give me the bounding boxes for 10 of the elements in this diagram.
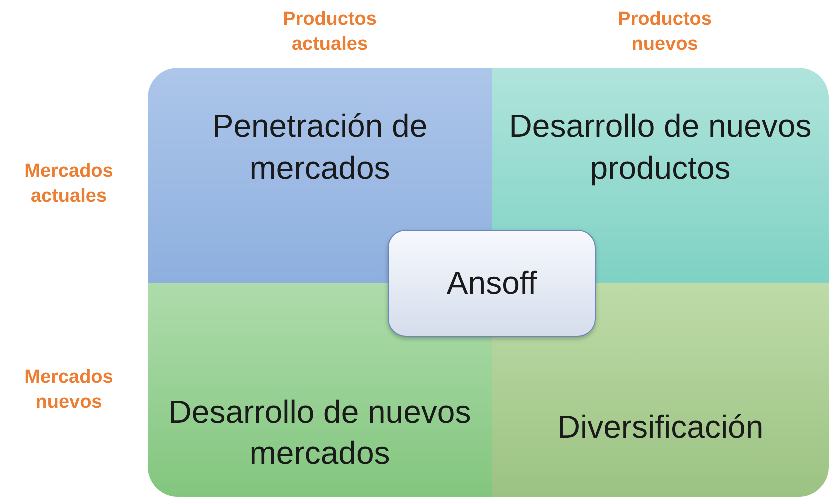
axis-heading: Productos nuevos: [617, 8, 713, 57]
center-box: [388, 230, 596, 337]
axis-heading: Productos actuales: [282, 8, 378, 57]
center-label: Ansoff: [446, 264, 538, 303]
axis-heading: Mercados nuevos: [24, 366, 114, 415]
quadrant-text: Desarrollo de nuevos productos: [508, 107, 813, 188]
quadrant-text: Diversificación: [557, 408, 764, 448]
axis-heading: Mercados actuales: [24, 160, 114, 209]
quadrant-text: Penetración de mercados: [211, 107, 429, 188]
quadrant-text: Desarrollo de nuevos mercados: [168, 392, 472, 474]
